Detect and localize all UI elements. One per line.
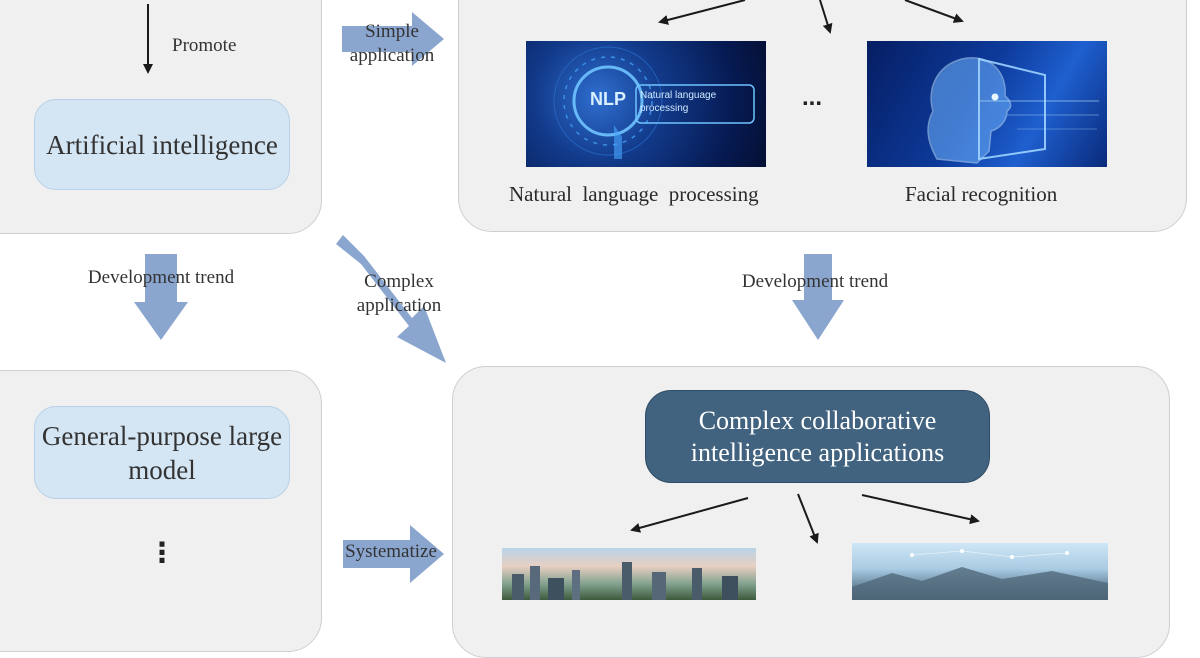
systematize-arrow [343,525,444,583]
head-scan-icon [927,57,1099,164]
lower-left-branch-arrow [630,497,749,533]
city-skyline [512,562,738,600]
aerial-network-image [852,543,1108,600]
complex-collaborative-box: Complex collaborative intelligence appli… [645,390,990,483]
left-bottom-ellipsis: ⋮ [148,536,176,569]
connector-arrows [134,0,980,583]
nlp-caption: Natural language processing [509,182,759,206]
nlp-badge: NLP [590,89,626,109]
dev-trend-left-arrow [134,254,188,340]
simple-application-arrow [342,12,444,66]
lower-right-branch-arrow [861,494,980,525]
systematize-label: Systematize [345,541,437,562]
nlp-image: NLP Natural language processing [526,41,766,167]
promote-label: Promote [172,35,237,56]
general-purpose-large-model-box: General-purpose large model [34,406,290,499]
dev-trend-right-arrow [792,254,844,340]
lower-mid-branch-arrow [797,493,819,544]
nlp-graphic [553,46,755,159]
simple-application-label: Simple application [349,21,435,66]
dev-trend-right-label: Development trend [741,271,889,292]
face-branch-arrow [904,0,964,23]
nlp-branch-arrow [658,0,746,25]
right-top-ellipsis: ... [802,84,823,111]
artificial-intelligence-box: Artificial intelligence [34,99,290,190]
dev-trend-left-label: Development trend [87,267,235,288]
middle-branch-arrow [819,0,833,34]
city-image [502,548,756,600]
facial-recognition-caption: Facial recognition [905,182,1058,206]
complex-application-arrow [336,235,446,363]
nlp-image-text: Natural language processing [640,90,717,114]
globe-icon [852,549,1108,600]
facial-recognition-image [867,41,1107,167]
complex-application-label: Complex application [356,271,442,316]
